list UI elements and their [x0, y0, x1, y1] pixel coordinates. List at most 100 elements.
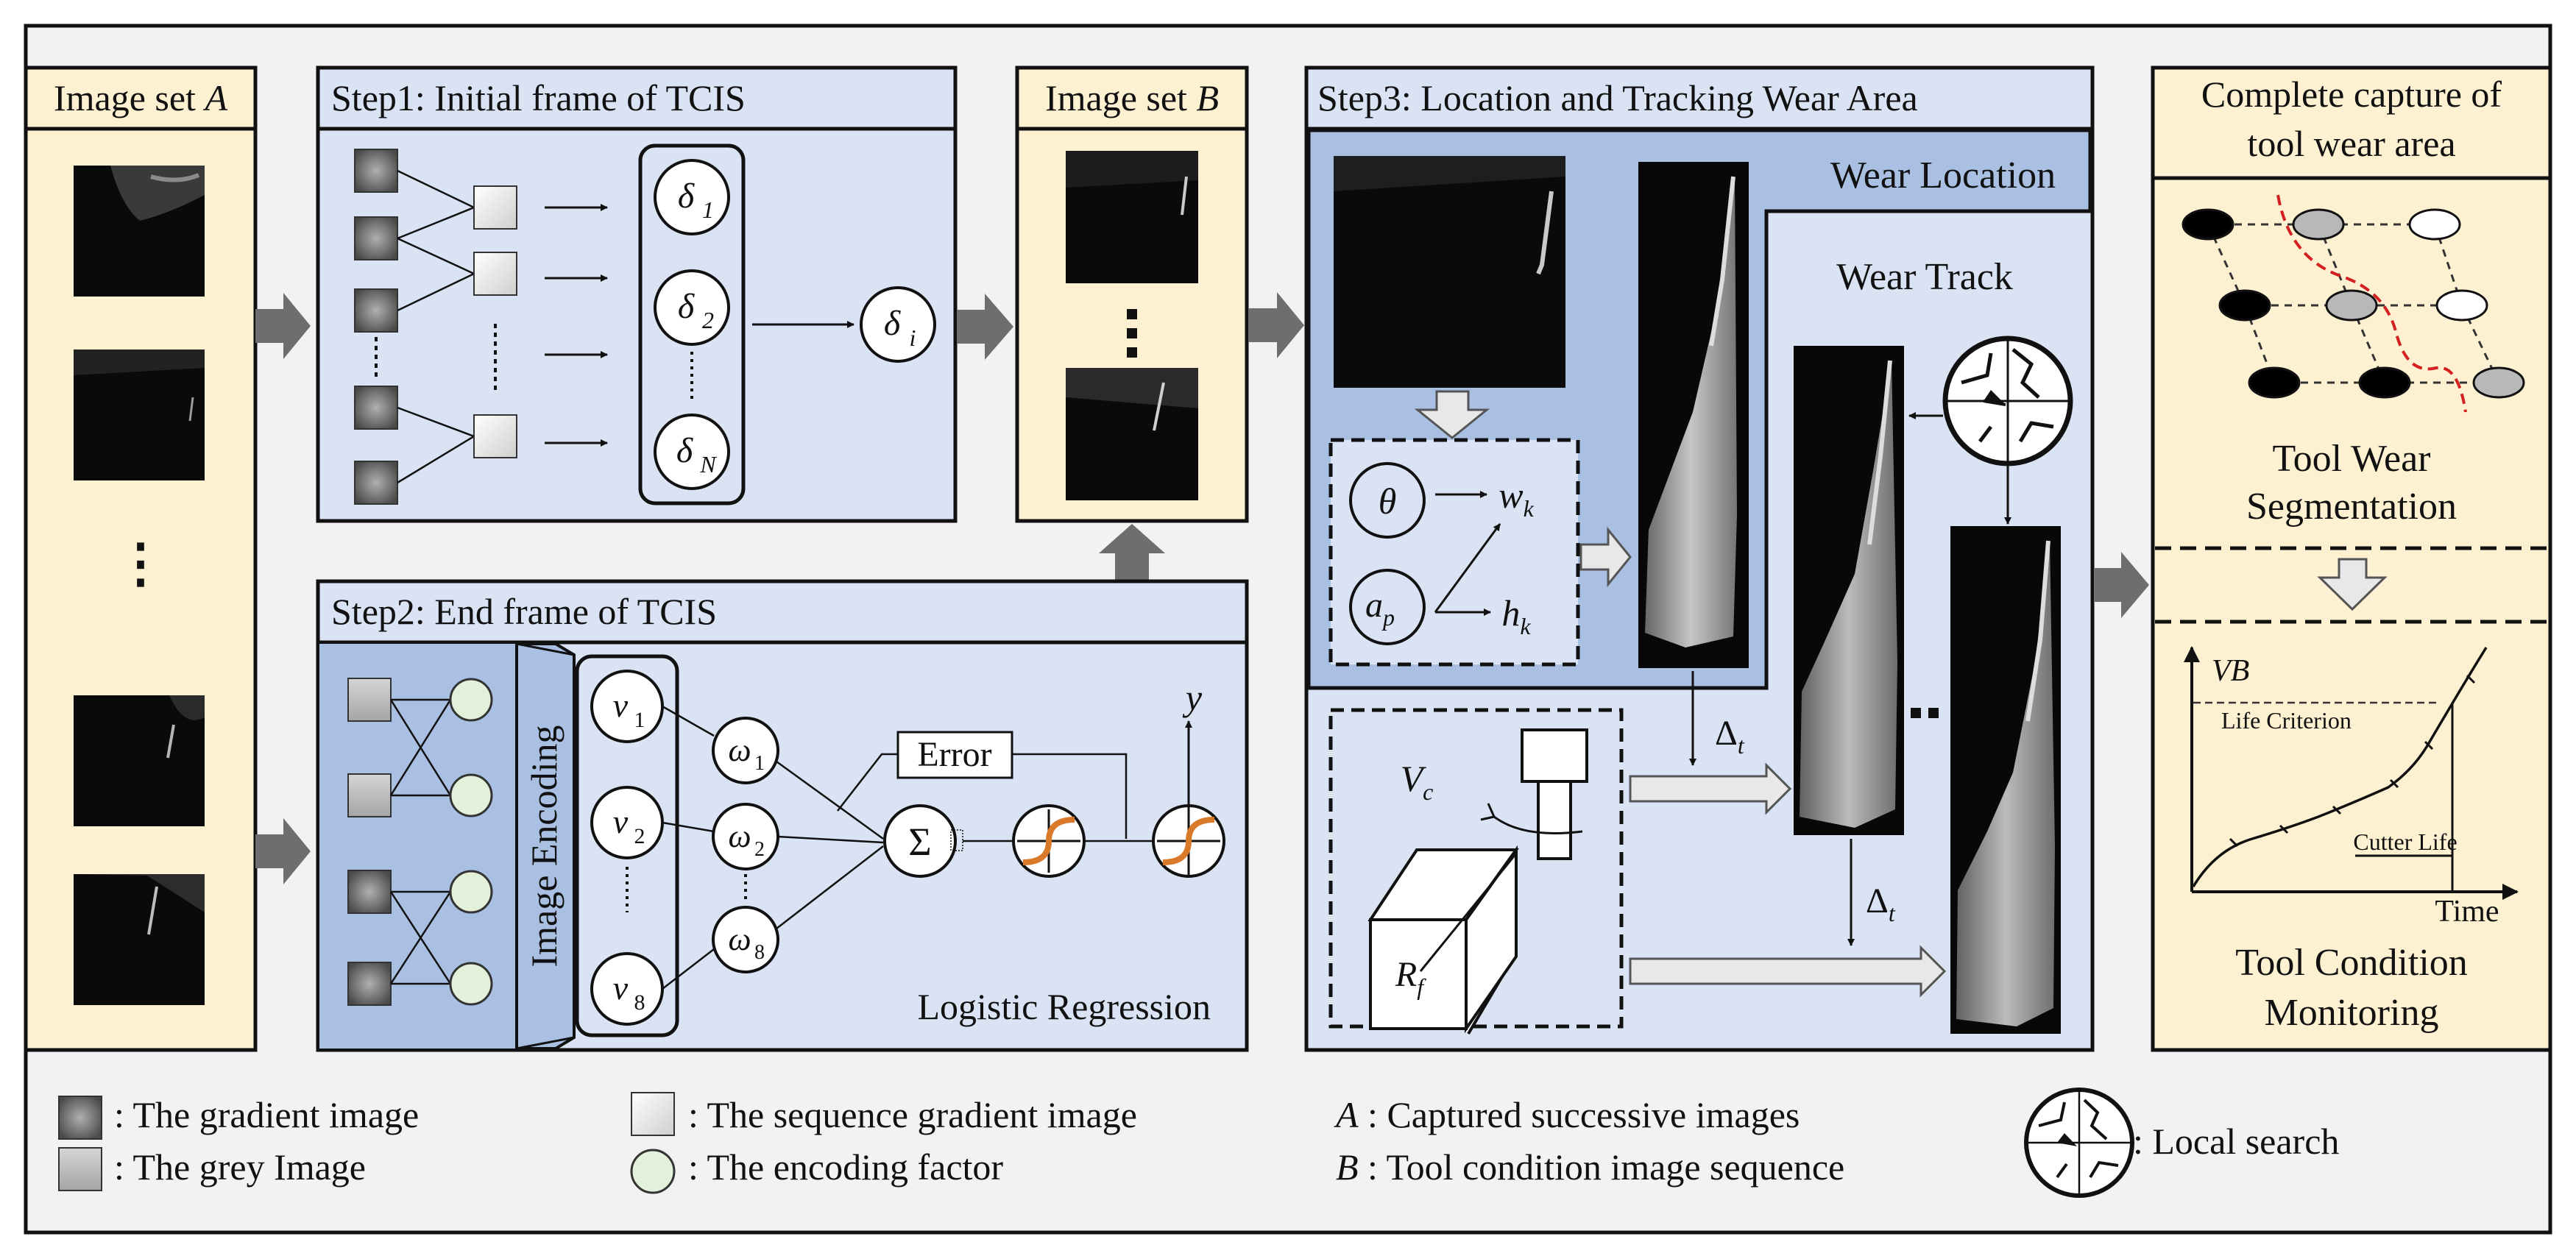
delta-output-node: δ i — [860, 286, 936, 363]
step1-title: Step1: Initial frame of TCIS — [331, 77, 746, 118]
capture-title-line1: Complete capture of — [2201, 74, 2502, 115]
logistic-regression-label: Logistic Regression — [917, 986, 1211, 1027]
arrow-set-b-to-step3 — [1248, 292, 1304, 358]
svg-text:: The sequence gradient image: : The sequence gradient image — [688, 1094, 1137, 1135]
gradient-image-column — [354, 149, 398, 505]
svg-text:8: 8 — [634, 990, 645, 1015]
captured-image-1 — [74, 166, 205, 297]
step1-connections — [397, 169, 475, 484]
captured-image-2 — [74, 350, 205, 480]
delta-t-label-2: Δt — [1866, 881, 1896, 926]
legend: : The gradient image : The grey Image : … — [58, 1088, 2339, 1198]
step1-arrows — [545, 204, 608, 447]
svg-text:ω: ω — [728, 921, 751, 957]
v-to-w-connections — [662, 705, 715, 990]
legend-grey-image: : The grey Image — [58, 1146, 366, 1191]
svg-text:δ: δ — [676, 431, 693, 470]
svg-text:δ: δ — [678, 287, 695, 326]
vb-axis-label: VB — [2212, 654, 2249, 688]
svg-text:ω: ω — [728, 732, 751, 768]
capture-panel: Complete capture of tool wear area — [2151, 65, 2552, 1052]
arrow-a-to-step2 — [255, 818, 311, 884]
svg-text:2: 2 — [754, 838, 765, 861]
ap-label: ap — [1365, 586, 1395, 631]
sequence-image-column — [473, 185, 517, 458]
wear-strip-1 — [1638, 162, 1749, 668]
image-set-b-title: Image set B — [1045, 77, 1219, 118]
segmentation-line2: Segmentation — [2246, 486, 2457, 528]
wear-location-label: Wear Location — [1830, 155, 2056, 196]
w-to-sum-connections — [776, 760, 884, 929]
location-image — [1334, 156, 1565, 388]
error-label: Error — [917, 735, 991, 774]
local-search-node — [1942, 336, 2073, 466]
activation-node-2 — [1152, 720, 1225, 878]
sequence-image-first — [1066, 151, 1198, 283]
vc-label: Vc — [1401, 758, 1434, 805]
location-parameter-box: θ ap wk hk — [1328, 438, 1580, 667]
legend-set-a: A : Captured successive images — [1334, 1094, 1800, 1135]
v-node-8: v 8 — [590, 952, 664, 1026]
error-feedback: Error — [837, 731, 1128, 839]
svg-text:1: 1 — [754, 752, 765, 775]
w-node-1: ω 1 — [712, 717, 779, 784]
svg-text:2: 2 — [702, 307, 714, 333]
step3-panel: Step3: Location and Tracking Wear Area W… — [1304, 65, 2095, 1052]
svg-text:Σ: Σ — [908, 820, 931, 864]
v-node-2: v 2 — [590, 786, 664, 859]
arrow-image-to-params — [1414, 390, 1490, 439]
wear-strip-2 — [1794, 346, 1904, 835]
captured-image-3 — [74, 695, 205, 826]
delta-node-1: δ 1 — [654, 159, 730, 235]
sum-node: Σ — [883, 804, 963, 878]
svg-text:8: 8 — [754, 941, 765, 964]
legend-sequence-gradient: : The sequence gradient image — [631, 1092, 1137, 1136]
hk-label: hk — [1501, 592, 1531, 639]
y-output-label: y — [1182, 677, 1203, 718]
wear-strip-3 — [1950, 526, 2061, 1034]
image-set-a-ellipsis: ⋮ — [114, 534, 167, 593]
arrow-params-to-strip — [1579, 526, 1632, 588]
image-set-a-panel: Image set A ⋮ — [24, 65, 258, 1052]
captured-image-4 — [74, 874, 205, 1005]
svg-text:v: v — [613, 969, 629, 1007]
v-node-1: v 1 — [590, 670, 664, 743]
step1-panel: Step1: Initial frame of TCIS — [316, 65, 958, 523]
arrow-step3-to-capture — [2095, 552, 2149, 618]
grey-image-column — [347, 678, 392, 1006]
encoding-factor-column — [449, 678, 493, 1006]
theta-label: θ — [1379, 480, 1397, 522]
w-node-2: ω 2 — [712, 803, 779, 870]
arrow-step2-to-set-b — [1099, 524, 1165, 581]
activation-node-1 — [1012, 804, 1086, 878]
svg-text:: Local search: : Local search — [2133, 1121, 2339, 1162]
svg-text:2: 2 — [634, 824, 645, 848]
delta-node-n: δ N — [654, 414, 730, 490]
monitoring-line2: Monitoring — [2265, 992, 2439, 1034]
svg-text:: The gradient image: : The gradient image — [114, 1094, 419, 1135]
svg-text:1: 1 — [702, 196, 714, 223]
sequence-image-last — [1066, 368, 1198, 500]
svg-text:δ: δ — [884, 304, 901, 343]
legend-encoding-factor: : The encoding factor — [630, 1146, 1003, 1194]
svg-text:i: i — [910, 324, 916, 351]
cutter-life-label: Cutter Life — [2353, 829, 2457, 855]
arrow-step1-to-set-b — [957, 294, 1013, 360]
delta-t-label-1: Δt — [1715, 714, 1745, 759]
time-axis-label: Time — [2435, 895, 2499, 929]
w-node-8: ω 8 — [712, 906, 779, 973]
sequence-ellipsis — [1127, 309, 1137, 358]
arrow-segmentation-to-monitoring — [2317, 558, 2388, 611]
legend-gradient-image: : The gradient image — [58, 1094, 419, 1140]
wear-track-label: Wear Track — [1836, 256, 2013, 298]
conditions-arrow-2 — [1629, 945, 1947, 998]
svg-text:1: 1 — [634, 708, 645, 732]
svg-text:v: v — [613, 686, 629, 724]
wk-label: wk — [1498, 475, 1534, 522]
svg-text:N: N — [699, 451, 717, 478]
strip-ellipsis — [1911, 708, 1939, 718]
svg-text:v: v — [613, 803, 629, 840]
step2-panel: Step2: End frame of TCIS Im — [316, 579, 1249, 1052]
image-set-b-panel: Image set B — [1015, 65, 1249, 523]
